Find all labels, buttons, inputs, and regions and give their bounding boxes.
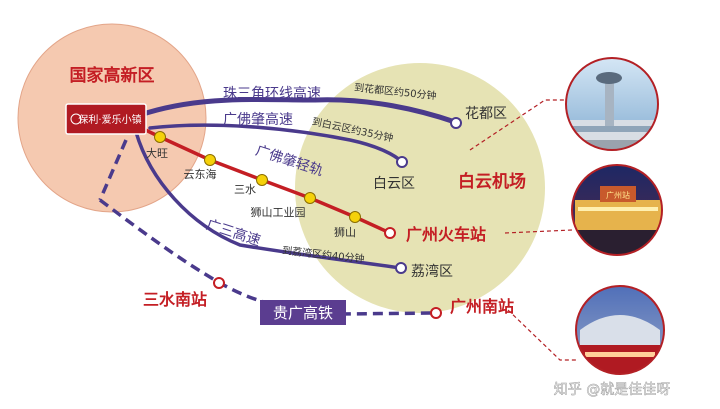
station-yundonghai-label: 云东海 [184,167,217,181]
hightech-zone-title: 国家高新区 [70,65,155,86]
station-shishan [349,211,361,223]
baiyun-node [396,156,408,168]
guangfozhao-expressway-line [148,123,404,164]
station-dawang [154,131,166,143]
sanshui-south-node [213,277,225,289]
watermark: 知乎 @就是佳佳呀 [554,381,670,398]
south-station-connector [507,309,576,361]
guangfozhao-expressway-label: 广佛肇高速 [223,111,293,128]
airport-photo-frame [565,57,659,151]
baiyun-label: 白云区 [373,176,415,192]
guiguang-hsr-label-box [260,300,346,325]
project-logo-text: 保利·爱乐小镇 [78,113,141,126]
liwan-label: 荔湾区 [411,263,453,280]
liwan-node [395,262,407,274]
huadu-node [450,117,462,129]
guangzhou-zone-circle [295,63,545,313]
railway-station-sign: 广州站 [606,190,630,200]
airport-connector [469,99,566,151]
railway-station-photo-frame [571,164,663,256]
guiguang-hsr-line-1 [98,139,128,201]
huadu-label: 花都区 [465,106,507,122]
guangsan-expressway-label: 广三高速 [204,216,263,249]
south-station-photo [576,286,664,374]
guangzhou-south-label: 广州南站 [450,297,514,316]
project-logo-emblem [70,113,82,125]
guangzhou-south-node [430,307,442,319]
station-dawang-label: 大旺 [146,146,168,160]
prd-ring-expressway-label: 珠三角环线高速 [223,85,321,102]
station-sanshui [256,174,268,186]
project-logo-box [65,103,147,135]
guangsan-expressway-line [134,130,402,270]
south-station-photo-frame [575,285,665,375]
sanshui-south-label: 三水南站 [143,290,207,309]
station-sanshui-label: 三水 [234,183,256,196]
prd-ring-expressway-line [137,96,458,125]
railway-station-photo: 广州站 [572,165,662,255]
station-yundonghai [204,154,216,166]
station-shishan-industrial-park-label: 狮山工业园 [251,206,306,219]
guangzhou-railway-node [384,227,396,239]
station-shishan-industrial-park [304,192,316,204]
guiguang-hsr-label: 贵广高铁 [273,304,333,322]
baiyun-airport-label: 白云机场 [458,171,526,192]
station-shishan-label: 狮山 [334,226,356,239]
airport-photo [566,58,658,150]
guangzhou-railway-station-label: 广州火车站 [406,225,486,244]
